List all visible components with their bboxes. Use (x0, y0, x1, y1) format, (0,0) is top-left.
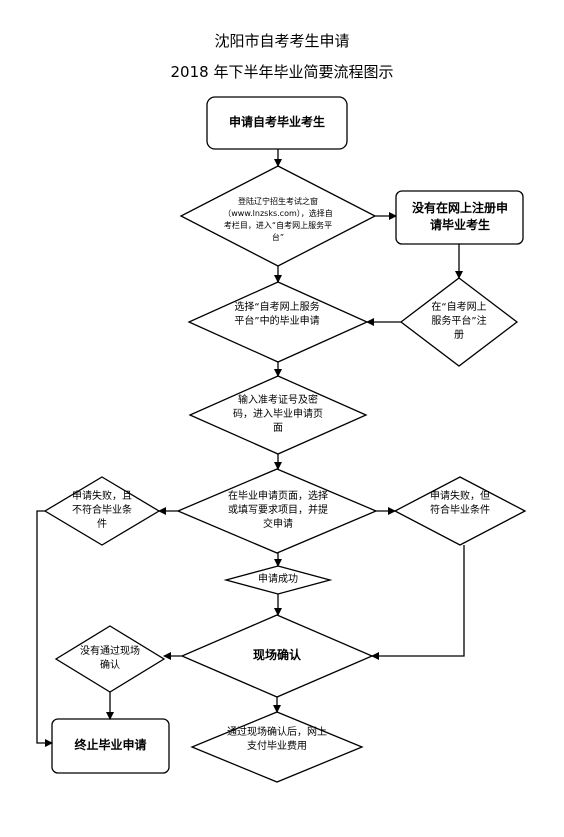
fail-not-meet-label: 申请失败，且不符合毕业条件 (72, 491, 132, 530)
fail-not-meet-diamond (43, 476, 161, 546)
fail-meet-diamond (393, 476, 527, 546)
start-box (206, 96, 348, 150)
login-label: 登陆辽宁招生考试之窗（www.lnzsks.com），选择自考栏目，进入“自考网… (223, 197, 333, 242)
pay-fee-diamond (190, 711, 364, 783)
fail-meet-label: 申请失败，但符合毕业条件 (430, 491, 490, 516)
fill-submit-label: 在毕业申请页面，选择或填写要求项目，并提交申请 (228, 491, 328, 530)
terminate-label: 终止毕业申请 (74, 738, 147, 752)
start-label: 申请自考毕业考生 (228, 115, 325, 129)
register-diamond (399, 277, 519, 367)
page-subtitle: 2018 年下半年毕业简要流程图示 (170, 63, 394, 81)
success-label: 申请成功 (258, 574, 298, 585)
register-diamond-label: 在“自考网上服务平台”注册 (431, 302, 487, 341)
arrow-failnotmeet-terminate (36, 510, 53, 747)
select-apply-label: 选择“自考网上服务平台”中的毕业申请 (234, 302, 320, 327)
fill-submit-diamond (176, 468, 378, 554)
page-title: 沈阳市自考考生申请 (214, 32, 350, 50)
not-confirmed-label: 没有通过现场确认 (80, 646, 140, 671)
enter-page-label: 输入准考证号及密码，进入毕业申请页面 (233, 395, 323, 434)
register-box-label: 没有在网上注册申请毕业考生 (412, 201, 509, 232)
onsite-confirm-label: 现场确认 (252, 648, 301, 662)
pay-fee-label: 通过现场确认后，网上支付毕业费用 (227, 727, 327, 752)
arrow-failmeet-onsite (371, 545, 465, 660)
